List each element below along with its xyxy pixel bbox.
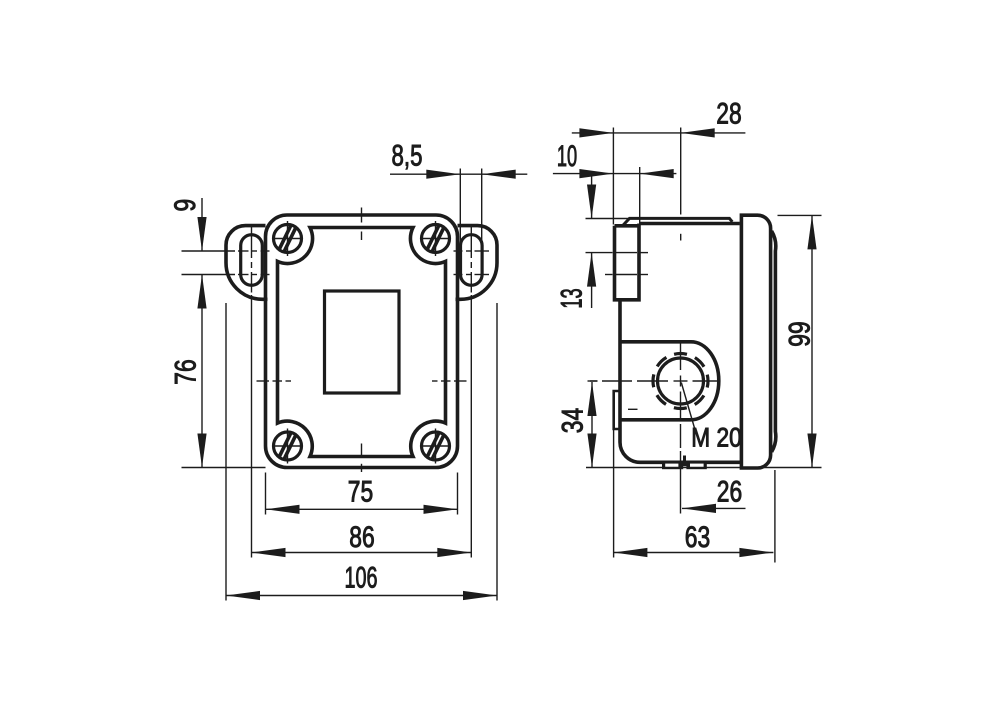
- svg-text:8,5: 8,5: [392, 140, 423, 173]
- svg-text:10: 10: [557, 140, 577, 173]
- svg-text:99: 99: [784, 321, 817, 346]
- svg-text:75: 75: [348, 476, 373, 509]
- svg-text:13: 13: [556, 288, 589, 308]
- svg-text:106: 106: [345, 562, 378, 595]
- svg-text:34: 34: [557, 408, 590, 433]
- svg-text:86: 86: [349, 521, 374, 554]
- svg-text:76: 76: [170, 359, 203, 384]
- svg-text:9: 9: [169, 199, 202, 212]
- svg-text:M 20: M 20: [691, 423, 741, 453]
- svg-text:28: 28: [716, 98, 741, 131]
- svg-text:26: 26: [717, 476, 742, 509]
- svg-text:63: 63: [685, 521, 710, 554]
